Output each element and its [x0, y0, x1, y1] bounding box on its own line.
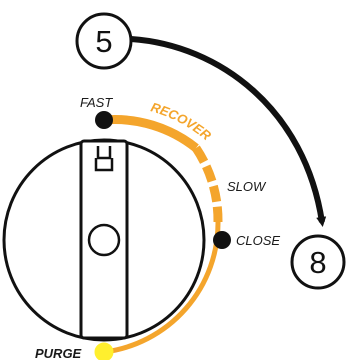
close-label: CLOSE: [236, 233, 280, 248]
fast-dot: [95, 111, 113, 129]
position-arc-lower: [103, 221, 221, 355]
step-8-number: 8: [309, 245, 326, 280]
transition-arrow: [130, 36, 327, 227]
knob-center-hole: [87, 223, 121, 257]
position-arc-dashed: [192, 145, 223, 223]
fast-label: FAST: [80, 95, 113, 110]
position-arc-upper: [103, 115, 199, 152]
knob-pointer: [94, 146, 114, 172]
purge-dot: [94, 342, 114, 360]
step-8-circle: [290, 234, 346, 290]
close-dot: [213, 231, 231, 249]
step-5-number: 5: [95, 24, 112, 59]
slow-label: SLOW: [227, 179, 267, 194]
purge-label: PURGE: [35, 346, 82, 360]
